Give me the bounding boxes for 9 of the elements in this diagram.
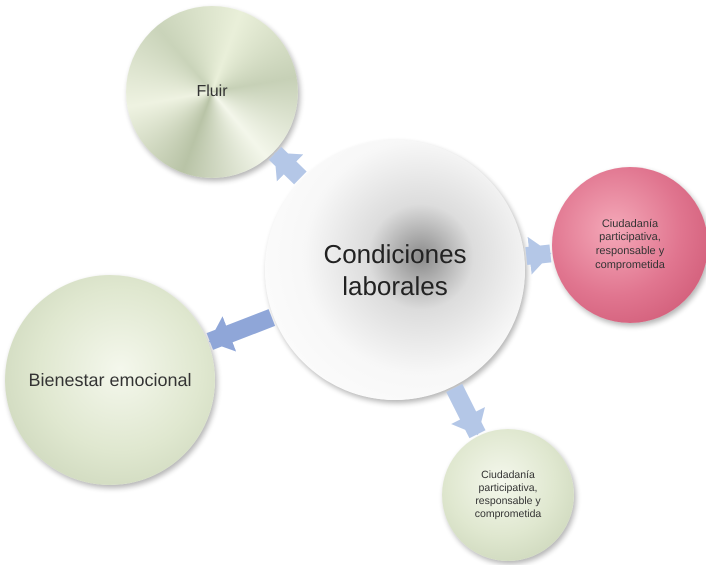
node-label: Ciudadanía participativa, responsable y comprometida	[474, 468, 542, 522]
node-label: Ciudadanía participativa, responsable y comprometida	[594, 218, 666, 272]
node-label: Bienestar emocional	[28, 368, 192, 392]
node-label: Fluir	[196, 82, 228, 102]
arrow	[268, 146, 307, 184]
arrow	[525, 236, 552, 275]
arrow	[446, 384, 486, 438]
arrow	[206, 309, 276, 352]
node-label: Condiciones laborales	[322, 238, 468, 302]
